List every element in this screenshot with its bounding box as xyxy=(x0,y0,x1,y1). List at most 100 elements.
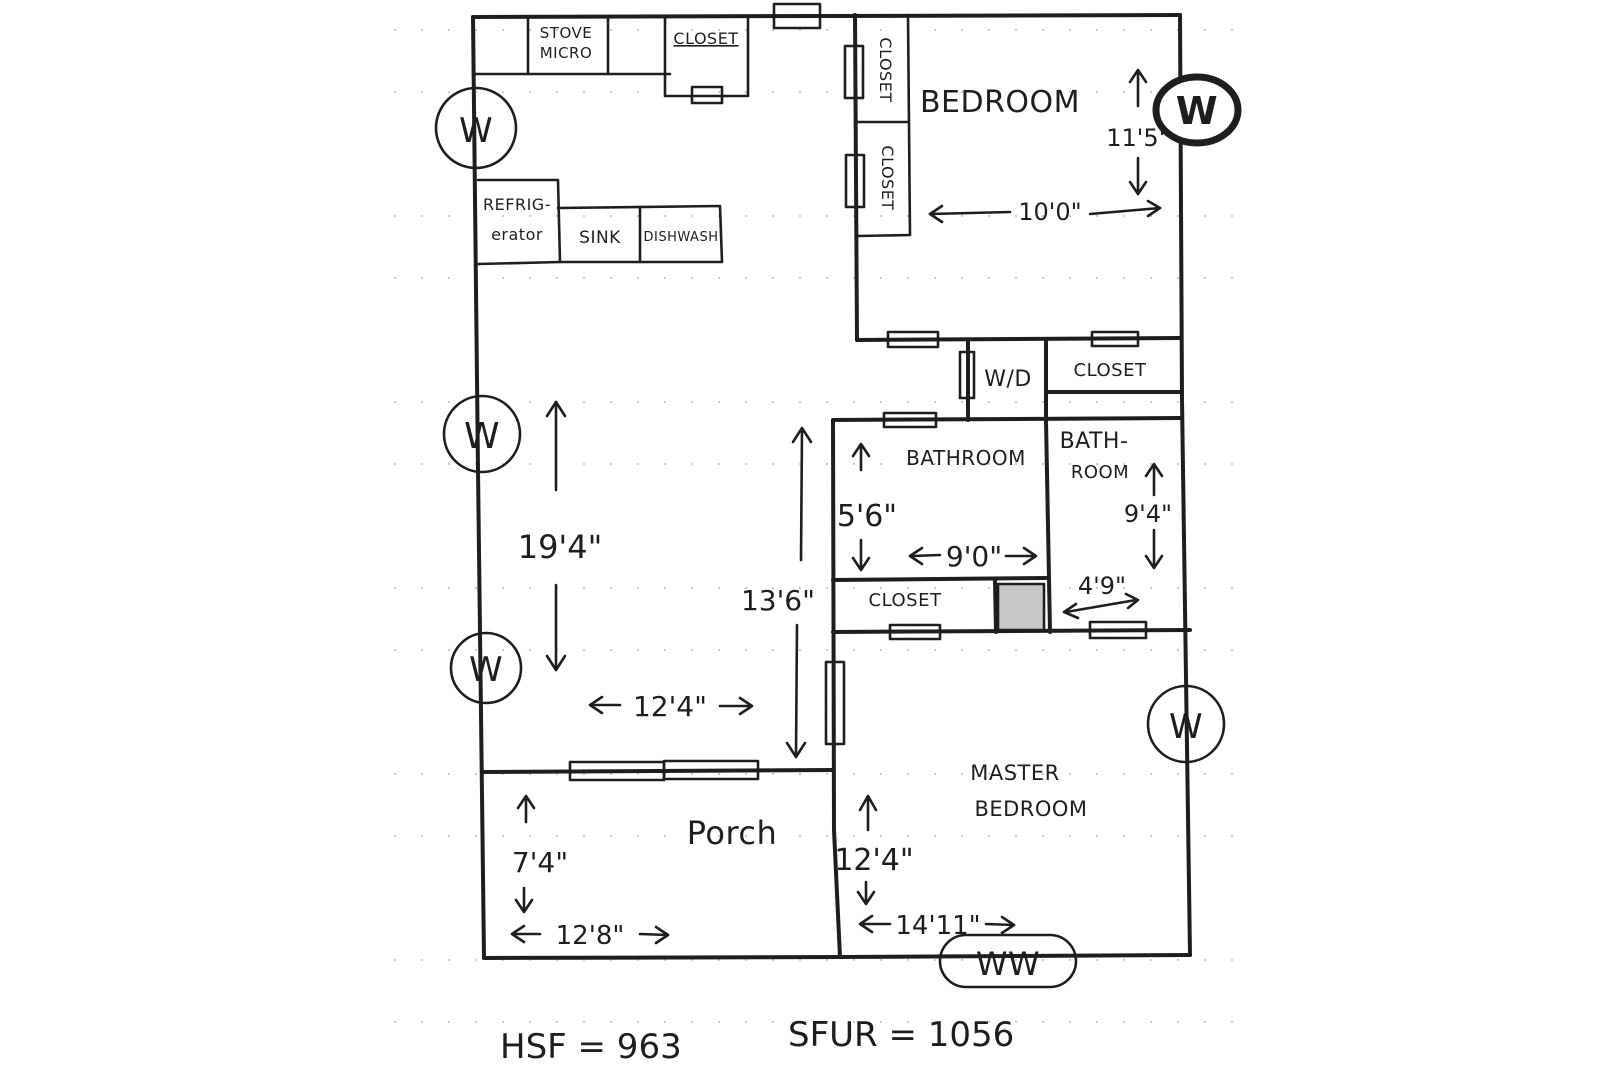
grid-dot xyxy=(610,649,612,651)
grid-dot xyxy=(880,773,882,775)
grid-dot xyxy=(1042,649,1044,651)
grid-dot xyxy=(1096,587,1098,589)
grid-dot xyxy=(772,835,774,837)
master-width-dim: 14'11" xyxy=(895,911,980,941)
grid-dot xyxy=(421,215,423,217)
grid-dot xyxy=(394,463,396,465)
grid-dot xyxy=(691,649,693,651)
grid-dot xyxy=(1177,587,1179,589)
grid-dot xyxy=(394,91,396,93)
grid-dot xyxy=(934,401,936,403)
bathroom-2-height-dim: 9'4" xyxy=(1124,500,1172,528)
grid-dot xyxy=(988,463,990,465)
grid-dot xyxy=(529,587,531,589)
grid-dot xyxy=(880,649,882,651)
window-label: W xyxy=(459,111,493,151)
grid-dot xyxy=(1042,29,1044,31)
window-symbols xyxy=(434,73,1242,989)
grid-dot xyxy=(1015,1021,1017,1023)
grid-dot xyxy=(1150,649,1152,651)
grid-dot xyxy=(961,215,963,217)
grid-dot xyxy=(1096,277,1098,279)
grid-dot xyxy=(1015,215,1017,217)
grid-dot xyxy=(745,463,747,465)
grid-dot xyxy=(745,91,747,93)
grid-dot xyxy=(1123,649,1125,651)
grid-dot xyxy=(907,959,909,961)
grid-dot xyxy=(1123,1021,1125,1023)
grid-dot xyxy=(637,215,639,217)
grid-dot xyxy=(961,1021,963,1023)
porch-label: Porch xyxy=(687,814,778,852)
dishwash-label: DISHWASH xyxy=(644,230,719,245)
grid-dot xyxy=(1150,1021,1152,1023)
grid-dot xyxy=(772,29,774,31)
grid-dot xyxy=(745,1021,747,1023)
grid-dot xyxy=(934,649,936,651)
grid-dot xyxy=(718,587,720,589)
grid-dot xyxy=(988,29,990,31)
grid-dot xyxy=(826,835,828,837)
grid-dot xyxy=(664,649,666,651)
grid-dot xyxy=(934,277,936,279)
grid-dot xyxy=(394,401,396,403)
grid-dot xyxy=(1150,835,1152,837)
grid-dot xyxy=(826,29,828,31)
grid-dot xyxy=(1123,463,1125,465)
grid-dot xyxy=(529,401,531,403)
grid-dot xyxy=(529,277,531,279)
grid-dot xyxy=(448,773,450,775)
grid-dot xyxy=(583,773,585,775)
master-bedroom-label-line2: BEDROOM xyxy=(974,797,1087,821)
grid-dot xyxy=(799,277,801,279)
grid-dot xyxy=(1177,835,1179,837)
grid-dot xyxy=(1231,1021,1233,1023)
grid-dot xyxy=(826,215,828,217)
window-label: W xyxy=(1169,707,1203,747)
stove-label: STOVE xyxy=(540,24,592,42)
grid-dot xyxy=(1123,401,1125,403)
hall-height-dim: 13'6" xyxy=(741,584,815,617)
window-living-lower xyxy=(449,631,523,705)
grid-dot xyxy=(718,649,720,651)
grid-dot xyxy=(691,959,693,961)
grid-dot xyxy=(691,215,693,217)
grid-dot xyxy=(1069,463,1071,465)
grid-dot xyxy=(745,773,747,775)
grid-dot xyxy=(1204,215,1206,217)
grid-dot xyxy=(853,277,855,279)
living-width-dim: 12'4" xyxy=(633,690,707,723)
grid-dot xyxy=(1231,463,1233,465)
grid-dot xyxy=(1096,215,1098,217)
grid-dot xyxy=(448,835,450,837)
grid-dot xyxy=(1150,91,1152,93)
grid-dot xyxy=(907,835,909,837)
grid-dot xyxy=(529,649,531,651)
grid-dot xyxy=(421,91,423,93)
grid-dot xyxy=(1150,277,1152,279)
sfur-total: SFUR = 1056 xyxy=(788,1015,1014,1055)
grid-dot xyxy=(583,835,585,837)
grid-dot xyxy=(394,1021,396,1023)
grid-dot xyxy=(718,401,720,403)
grid-dot xyxy=(907,1021,909,1023)
grid-dot xyxy=(1231,29,1233,31)
grid-dot xyxy=(1015,277,1017,279)
grid-dot xyxy=(421,649,423,651)
grid-dot xyxy=(853,959,855,961)
bathroom-height-dim: 5'6" xyxy=(837,499,897,534)
grid-dot xyxy=(1231,959,1233,961)
grid-dot xyxy=(1069,401,1071,403)
grid-dot xyxy=(1042,401,1044,403)
grid-dot xyxy=(988,835,990,837)
grid-dot xyxy=(1231,401,1233,403)
grid-dot xyxy=(1069,215,1071,217)
grid-dot xyxy=(1177,215,1179,217)
grid-dot xyxy=(664,587,666,589)
grid-dot xyxy=(637,29,639,31)
grid-dot xyxy=(961,277,963,279)
grid-dot xyxy=(826,277,828,279)
grid-dot xyxy=(691,1021,693,1023)
grid-dot xyxy=(475,1021,477,1023)
bedroom-label: BEDROOM xyxy=(920,85,1080,120)
